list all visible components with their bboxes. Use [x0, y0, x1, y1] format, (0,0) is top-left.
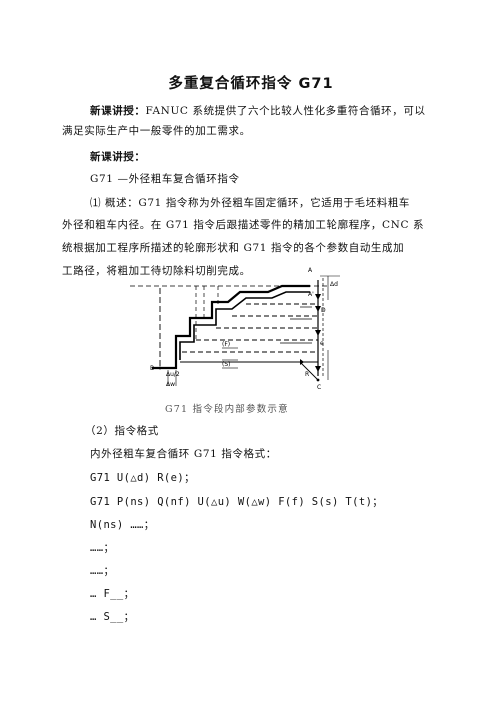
code-line-2: G71 P(ns) Q(nf) U(△u) W(△w) F(f) S(s) T(… — [90, 496, 384, 508]
part-profile — [152, 284, 310, 370]
intro-label: 新课讲授： — [90, 105, 146, 117]
label-b: B — [150, 365, 154, 372]
finish-allowance-profile — [179, 291, 310, 360]
code-line-7: … S__； — [90, 611, 135, 623]
label-u: Δu/2 — [166, 371, 180, 378]
label-f: (F) — [222, 341, 230, 348]
label-w: Δw — [166, 381, 175, 388]
code-line-5: ……； — [90, 565, 115, 577]
format-heading: （2）指令格式 — [85, 425, 159, 437]
label-e: e — [320, 340, 324, 347]
intro-line-1: FANUC 系统提供了六个比较人性化多重符合循环，可以 — [145, 105, 426, 117]
code-line-4: ……； — [90, 542, 115, 554]
label-c: C — [317, 384, 321, 391]
label-s: (S) — [222, 361, 231, 368]
diagram-caption: G71 指令段内部参数示意 — [165, 404, 289, 415]
overview-line-3: 统根据加工程序所描述的轮廓形状和 G71 指令的各个参数自动生成加 — [62, 242, 405, 254]
overview-line-4: 工路径，将粗加工待切除料切削完成。 — [62, 265, 251, 277]
page-title: 多重复合循环指令 G71 — [168, 76, 334, 92]
intro-paragraph: 新课讲授：FANUC 系统提供了六个比较人性化多重符合循环，可以 — [90, 103, 426, 118]
label-a-prime: A' — [308, 291, 314, 298]
label-d: D — [321, 307, 326, 314]
format-intro: 内外径粗车复合循环 G71 指令格式： — [90, 448, 277, 460]
g71-heading: G71 —外径粗车复合循环指令 — [90, 173, 240, 185]
section-heading: 新课讲授： — [90, 151, 146, 163]
label-a: A — [308, 267, 313, 274]
intro-line-2: 满足实际生产中一般零件的加工需求。 — [62, 125, 251, 137]
code-line-6: … F__； — [90, 588, 135, 600]
code-line-3: N(ns) ……； — [90, 519, 155, 531]
label-d-depth: Δd — [330, 281, 338, 288]
overview-line-2: 外径和粗车内径。在 G71 指令后跟描述零件的精加工轮廓程序，CNC 系 — [62, 219, 425, 231]
code-line-1: G71 U(△d) R(e)； — [90, 472, 196, 484]
label-r: R — [305, 371, 309, 378]
overview-line-1: ⑴ 概述：G71 指令称为外径粗车固定循环，它适用于毛坯料粗车 — [90, 197, 411, 209]
retract-line — [299, 361, 319, 381]
